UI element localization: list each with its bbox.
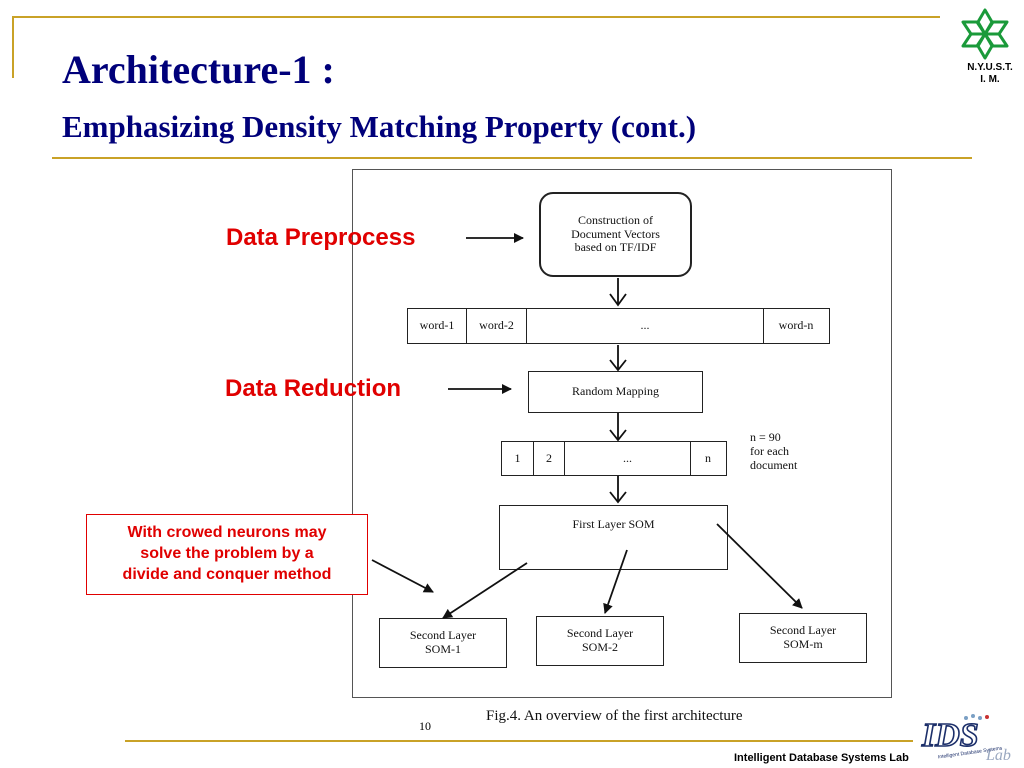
som-m-line-2: SOM-m	[783, 637, 823, 651]
note-line-3: divide and conquer method	[122, 566, 332, 583]
slide-title: Architecture-1 :	[62, 47, 335, 92]
word-cell-ellipsis: ...	[527, 309, 764, 343]
logo-line-1: N.Y.U.S.T.	[967, 62, 1013, 73]
construction-line-2: Document Vectors	[571, 226, 660, 241]
down-arrow-2	[609, 345, 627, 372]
architecture-figure: Construction of Document Vectors based o…	[352, 169, 892, 698]
first-layer-som-label: First Layer SOM	[572, 517, 655, 531]
slide-subtitle: Emphasizing Density Matching Property (c…	[62, 109, 697, 144]
page-number: 10	[419, 719, 431, 733]
top-rule	[12, 16, 940, 18]
n-note: n = 90 for each document	[750, 430, 797, 472]
down-arrow-1	[609, 278, 627, 307]
title-underline	[52, 157, 972, 159]
arrow-note	[371, 559, 434, 593]
arrow-to-som-1	[442, 562, 528, 619]
word-vector-row: word-1 word-2 ... word-n	[407, 308, 830, 344]
reduced-cell-2: 2	[534, 442, 565, 475]
footer-rule	[125, 740, 913, 742]
word-cell-n: word-n	[778, 318, 814, 333]
footer-text: Intelligent Database Systems Lab	[734, 752, 909, 764]
construction-line-1: Construction of	[578, 212, 653, 227]
data-preprocess-label: Data Preprocess	[226, 224, 416, 251]
reduced-cell-n: n	[705, 450, 711, 465]
divide-conquer-note: With crowed neurons may solve the proble…	[86, 514, 368, 595]
second-layer-som-2: Second Layer SOM-2	[536, 616, 664, 666]
nyust-logo-text: N.Y.U.S.T. I. M.	[950, 62, 1024, 86]
logo-line-2: I. M.	[980, 74, 1000, 85]
reduced-cell-ellipsis: ...	[565, 442, 691, 475]
ids-lab-script: Lab	[985, 747, 1011, 764]
som-m-line-1: Second Layer	[769, 623, 837, 638]
left-rule	[12, 16, 14, 78]
figure-caption: Fig.4. An overview of the first architec…	[486, 708, 743, 724]
note-line-2: solve the problem by a	[140, 545, 314, 562]
n-note-line-1: n = 90	[750, 430, 781, 444]
second-layer-som-m: Second Layer SOM-m	[739, 613, 867, 663]
word-cell-2: word-2	[467, 309, 527, 343]
word-cell-1: word-1	[408, 309, 467, 343]
construction-line-3: based on TF/IDF	[574, 240, 657, 255]
construction-box: Construction of Document Vectors based o…	[539, 192, 692, 277]
arrow-to-som-m	[716, 523, 803, 609]
reduced-cell-1: 1	[502, 442, 534, 475]
som-2-line-2: SOM-2	[581, 640, 618, 654]
nyust-logo-icon	[961, 8, 1009, 60]
down-arrow-3	[609, 413, 627, 442]
down-arrow-4	[609, 476, 627, 504]
reduced-vector-row: 1 2 ... n	[501, 441, 727, 476]
n-note-line-2: for each	[750, 444, 789, 458]
ids-letters: IDS	[921, 717, 979, 754]
n-note-line-3: document	[750, 458, 798, 472]
som-1-line-2: SOM-1	[424, 642, 461, 656]
ids-lab-logo-icon: IDS Lab Intelligent Database Systems	[920, 714, 1011, 764]
som-1-line-1: Second Layer	[409, 628, 477, 643]
som-2-line-1: Second Layer	[566, 626, 634, 641]
data-reduction-label: Data Reduction	[225, 375, 402, 402]
first-layer-som-box: First Layer SOM	[499, 505, 728, 570]
note-line-1: With crowed neurons may	[127, 524, 327, 541]
random-mapping-box: Random Mapping	[528, 371, 703, 413]
arrow-to-som-2	[603, 549, 628, 614]
